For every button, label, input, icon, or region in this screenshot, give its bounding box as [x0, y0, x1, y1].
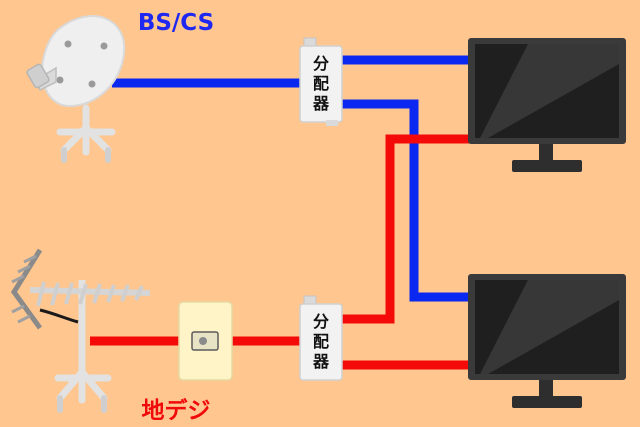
television-icon [468, 274, 626, 408]
satellite-dish-icon [26, 15, 126, 163]
top-splitter-char-2: 配 [313, 74, 329, 93]
top-splitter-char-1: 分 [313, 54, 329, 73]
cable-bottom-splitter-to-top-tv [342, 134, 470, 324]
cable-top-splitter-to-bottom-tv [342, 99, 470, 302]
bottom-splitter: 分 配 器 [299, 295, 343, 381]
bottom-splitter-char-1: 分 [313, 312, 329, 331]
bottom-splitter-char-2: 配 [313, 332, 329, 351]
top-splitter-char-3: 器 [312, 94, 330, 113]
top-splitter: 分 配 器 [299, 37, 343, 126]
bs-cs-label: BS/CS [138, 10, 214, 36]
television-icon [468, 38, 626, 172]
bottom-splitter-char-3: 器 [312, 352, 330, 371]
wall-outlet-icon [178, 301, 233, 381]
cables [90, 55, 470, 370]
terrestrial-antenna-icon [10, 248, 151, 413]
chideji-label: 地デジ [142, 397, 211, 424]
